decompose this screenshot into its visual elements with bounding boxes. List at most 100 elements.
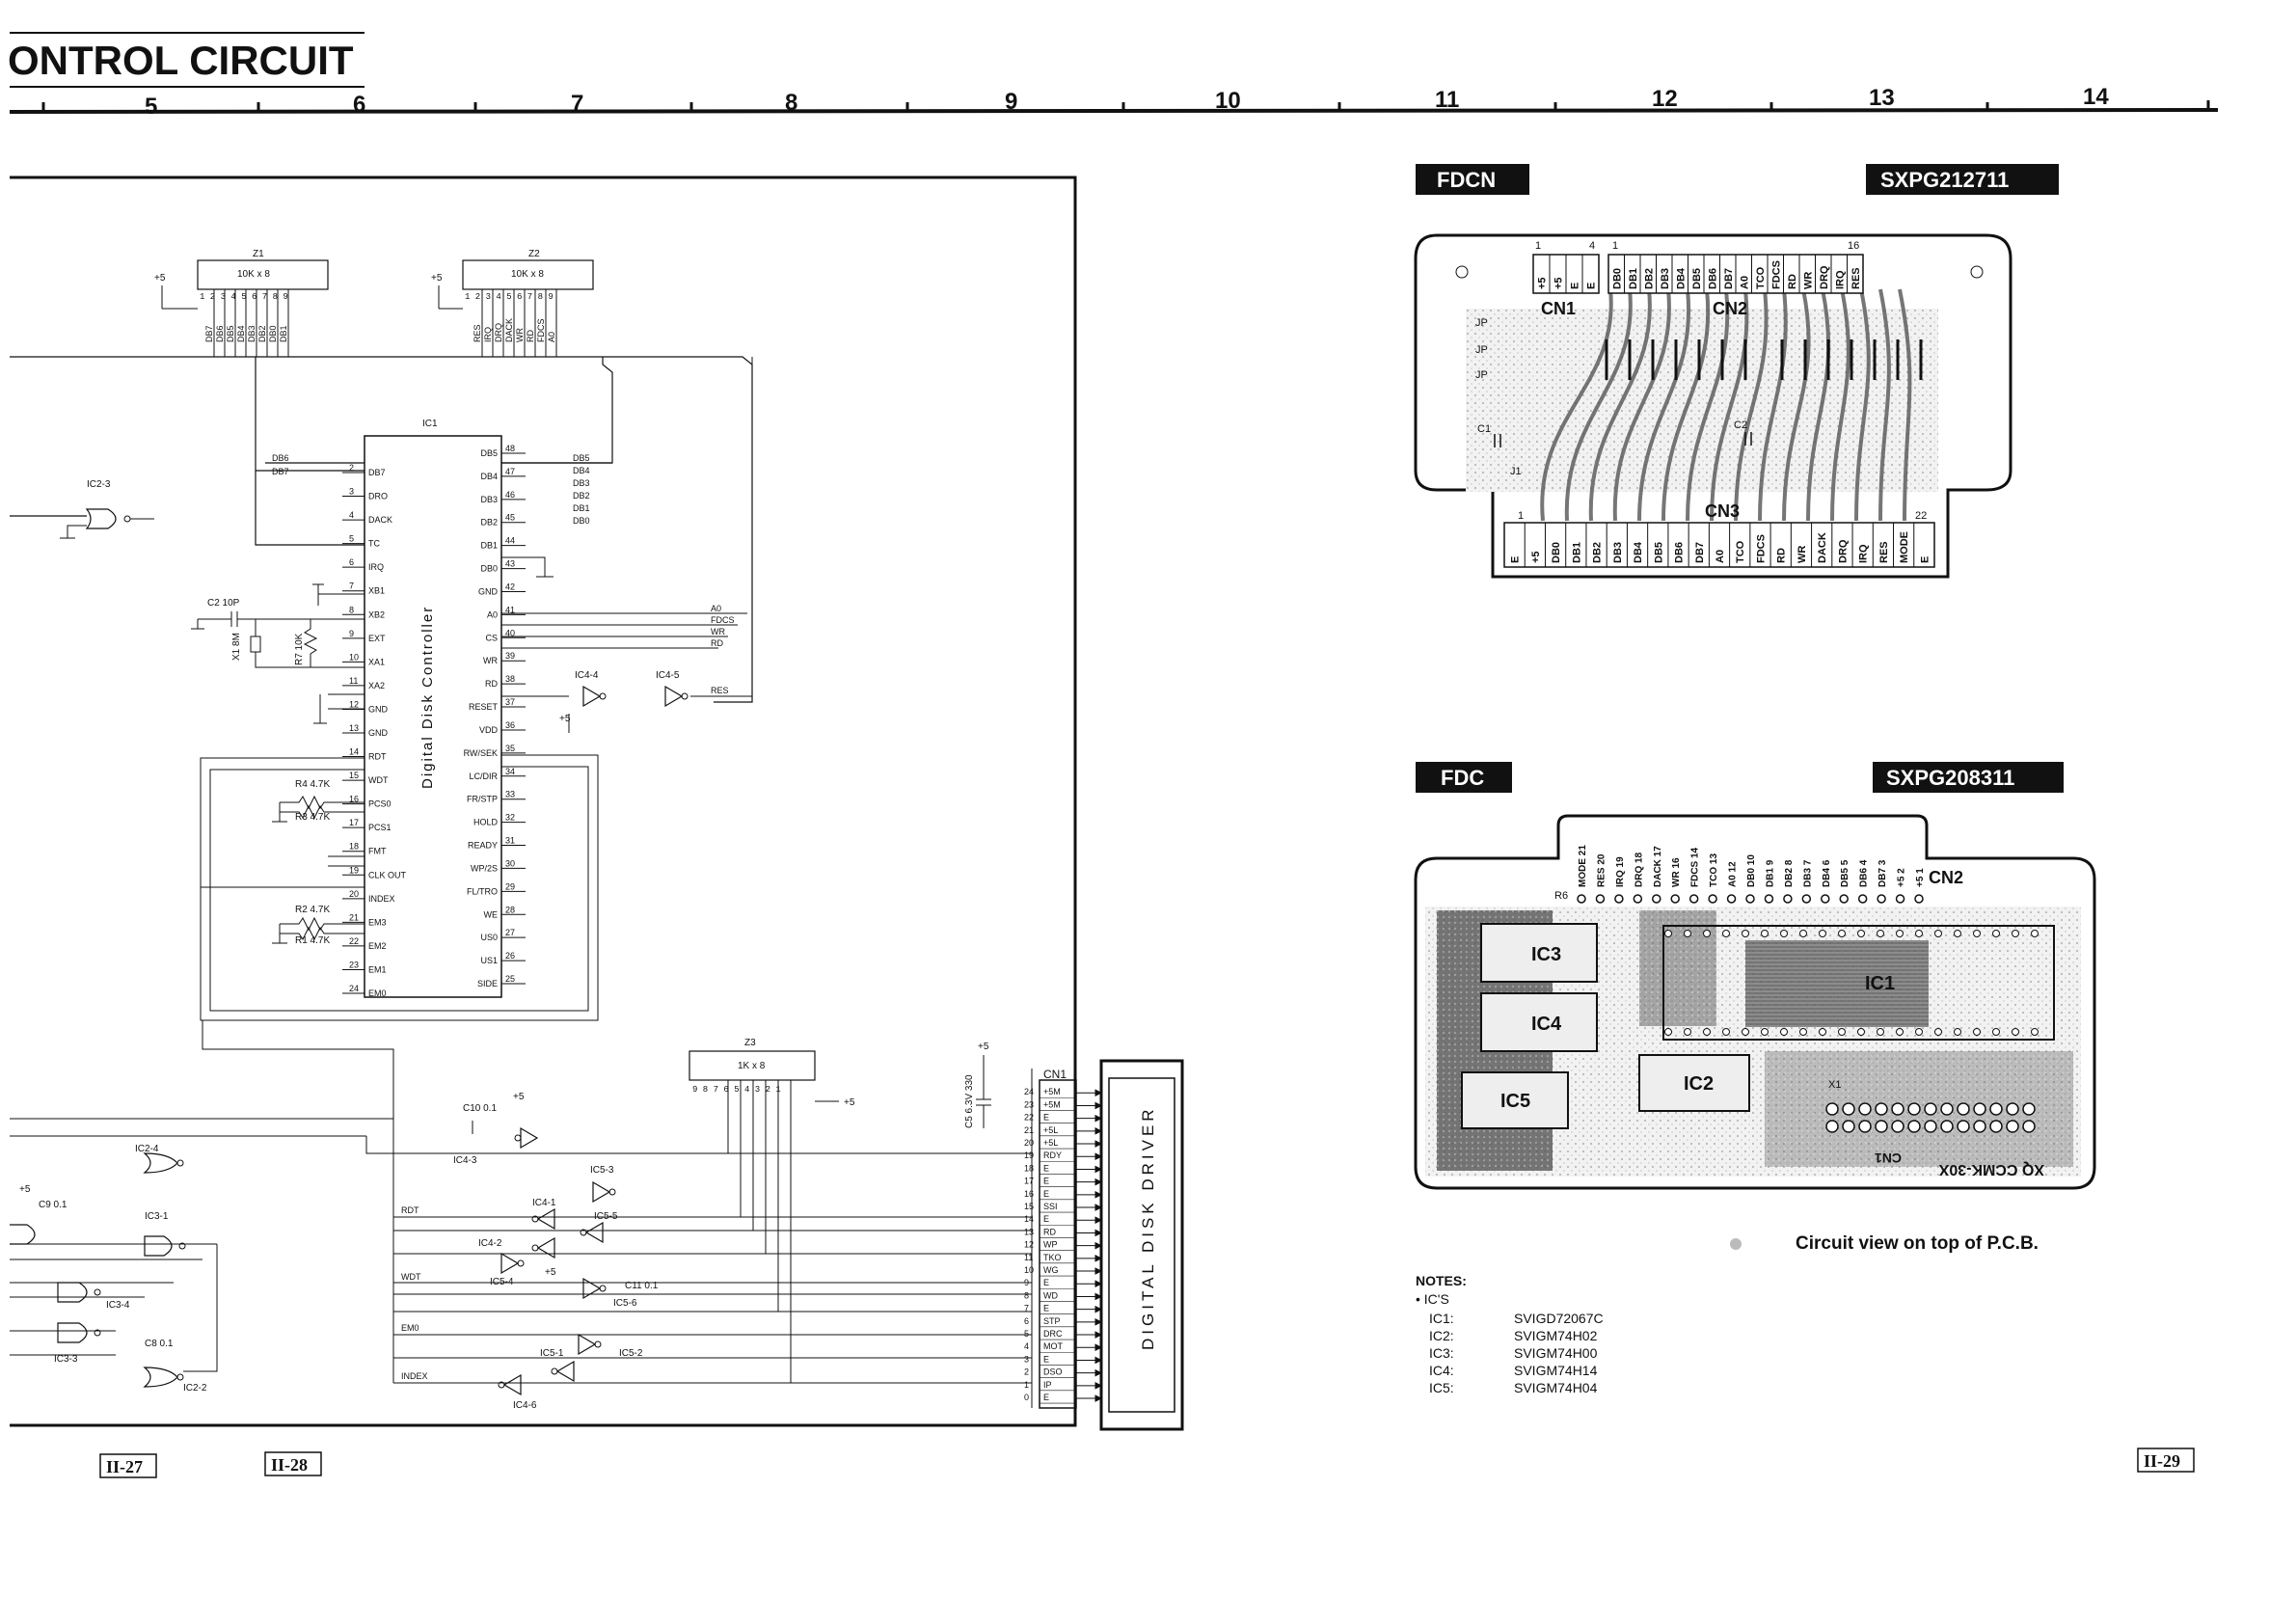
fdc-cn1-pad	[1842, 1102, 1855, 1116]
svg-text:IC3-3: IC3-3	[54, 1354, 78, 1365]
svg-text:RES: RES	[711, 686, 729, 695]
fdc-ic1-pad	[1722, 930, 1730, 937]
svg-text:A0: A0	[547, 332, 556, 342]
resistor-array-z1: Z1 10K x 8 +5 1 2 3 4 5 6 7 8 9 DB7 DB6 …	[154, 249, 329, 357]
gate-ic5-4: IC5-4	[490, 1252, 525, 1287]
ic1-pin-number: 7	[349, 582, 354, 591]
svg-text:C8 0.1: C8 0.1	[145, 1339, 174, 1349]
ic1-pin-signal: EXT	[368, 634, 386, 643]
cn1-arrow-head	[1094, 1382, 1103, 1390]
fdc-ic1-pad	[1780, 1028, 1788, 1036]
ic1-body	[364, 435, 502, 998]
ic1-pin-signal: FMT	[368, 847, 387, 856]
fdc-cn1-pad	[1891, 1102, 1904, 1116]
connector-pin-label: IRQ	[1834, 270, 1846, 289]
ic1-pin-number: 22	[349, 936, 359, 946]
gate-ic5-5: IC5-5	[580, 1211, 618, 1244]
connector-pin-label: WR	[1802, 272, 1814, 289]
resistor-array-z3: Z3 1K x 8 9 8 7 6 5 4 3 2 1 +5	[689, 1038, 855, 1108]
gate-ic2-4: IC2-4	[135, 1144, 184, 1174]
cn1-pin-number: 22	[1024, 1113, 1034, 1123]
connector-pin-label: +5	[1553, 277, 1565, 289]
fdc-tag: FDC	[1441, 766, 1484, 790]
cn1-pin-number: 7	[1024, 1304, 1029, 1313]
fdc-cn1-pad	[1940, 1102, 1954, 1116]
cn1-arrow-head	[1094, 1241, 1103, 1250]
fdc-ic1-pad	[1703, 930, 1711, 937]
svg-text:9 8 7 6 5 4 3 2 1: 9 8 7 6 5 4 3 2 1	[692, 1085, 781, 1095]
grid-label: 10	[1215, 88, 1241, 114]
connector-pin-label: DB4	[1633, 541, 1644, 563]
ic1-pin-signal: EM1	[368, 964, 387, 974]
cn1-arrow-head	[1094, 1394, 1103, 1402]
fdc-pin-label: DB7 3	[1877, 859, 1888, 887]
ic1-pin-signal: XB2	[368, 609, 385, 619]
svg-text:X1 8M: X1 8M	[231, 633, 242, 661]
cn1-arrow-head	[1094, 1331, 1103, 1339]
svg-text:+5: +5	[154, 273, 166, 284]
svg-text:DB7: DB7	[272, 467, 289, 476]
connector-pin-label: DB5	[1691, 268, 1703, 289]
cn1-pin-signal: E	[1043, 1177, 1049, 1186]
fdc-ic1-pad	[2031, 930, 2039, 937]
connector-pin-label: E	[1586, 283, 1598, 289]
ic1-pin-signal: US0	[480, 933, 498, 942]
cn1-arrow-head	[1094, 1177, 1103, 1186]
ic1-pin-number: 15	[349, 771, 359, 780]
ic1-pin-signal: XB1	[368, 586, 385, 596]
cn1-arrow-head	[1094, 1165, 1103, 1174]
fdc-ic1-pad	[1934, 1028, 1942, 1036]
cn1-pin-signal: TKO	[1043, 1253, 1062, 1262]
svg-text:JP: JP	[1475, 344, 1488, 356]
ic1-pin-signal: GND	[368, 704, 389, 714]
ic1-pin-number: 23	[349, 960, 359, 969]
ic1-pin-signal: FL/TRO	[467, 886, 498, 896]
svg-text:IC2-2: IC2-2	[183, 1383, 207, 1394]
svg-text:II-27: II-27	[106, 1457, 143, 1476]
ic1-pin-signal: DB2	[480, 518, 498, 528]
svg-text:+5: +5	[545, 1267, 556, 1278]
ic1-pin-number: 2	[349, 463, 354, 473]
cn1-pin-number: 5	[1024, 1329, 1029, 1339]
svg-text:SVIGM74H00: SVIGM74H00	[1514, 1345, 1598, 1361]
connector-pin-label: FDCS	[1770, 260, 1782, 289]
ic1-pin-signal: READY	[468, 841, 498, 851]
pcb-caption: Circuit view on top of P.C.B.	[1730, 1233, 2039, 1254]
ic1-pin-signal: HOLD	[473, 818, 499, 827]
ic1-pin-signal: PCS1	[368, 823, 392, 832]
fdc-ic1-pad	[1915, 1028, 1923, 1036]
connector-pin-label: FDCS	[1755, 534, 1767, 563]
ic1-pin-signal: DB1	[480, 541, 498, 551]
fdc-cn1-pad	[2006, 1120, 2019, 1133]
connector-pin-label: DB1	[1628, 268, 1639, 289]
svg-text:1 2 3 4 5 6 7 8 9: 1 2 3 4 5 6 7 8 9	[465, 292, 554, 302]
svg-text:• IC'S: • IC'S	[1416, 1291, 1449, 1307]
fdc-cn1-pad	[1924, 1102, 1937, 1116]
connector-pin-label: DB2	[1643, 268, 1655, 289]
svg-text:R1 4.7K: R1 4.7K	[295, 935, 330, 946]
fdc-pin-label: DB1 9	[1765, 859, 1775, 887]
svg-text:RDT: RDT	[401, 1205, 419, 1215]
svg-text:IC2-3: IC2-3	[87, 479, 111, 490]
cn1-arrow-head	[1094, 1368, 1103, 1377]
fdc-cn1-pad	[2022, 1120, 2036, 1133]
left-edge-gate: C9 0.1 +5	[10, 1184, 68, 1245]
ic1-pin-number: 3	[349, 487, 354, 497]
connector-pin-label: A0	[1739, 276, 1750, 289]
gate-ic5-3: IC5-3	[590, 1165, 616, 1204]
ic1-pin-number: 16	[349, 795, 359, 804]
grid-ticks	[41, 100, 2210, 112]
fdc-ic1-pad	[1857, 1028, 1865, 1036]
grid-label: 14	[2083, 84, 2109, 110]
svg-text:IC4-3: IC4-3	[453, 1155, 477, 1166]
cn1-pin-number: 19	[1024, 1150, 1034, 1160]
svg-text:DB4: DB4	[573, 466, 590, 475]
ic1-pin-signal: INDEX	[368, 894, 395, 904]
schematic-frame	[10, 176, 1077, 1427]
fdc-cn1-pad	[1875, 1120, 1888, 1133]
connector-pin-label: DB6	[1674, 542, 1686, 563]
fdc-pin-label: A0 12	[1728, 861, 1739, 887]
svg-text:DB6: DB6	[272, 453, 289, 463]
ic1-pin-number: 18	[349, 842, 359, 852]
